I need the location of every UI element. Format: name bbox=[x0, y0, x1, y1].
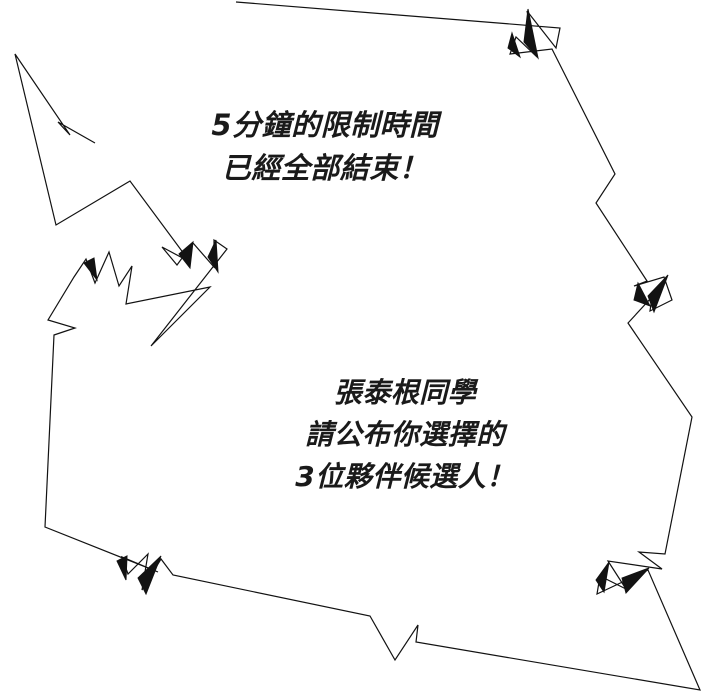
dialogue-bottom-line-3: 3位夥伴候選人！ bbox=[295, 460, 515, 493]
spike-bottom-left bbox=[137, 555, 162, 596]
spike-left-upper bbox=[83, 257, 98, 282]
spike-right-middle-inner bbox=[633, 281, 652, 307]
dialogue-top-line-1: 5分鐘的限制時間 bbox=[211, 108, 439, 142]
dialogue-top-line-2: 已經全部結束！ bbox=[221, 151, 429, 185]
spike-left-notch-outer bbox=[207, 239, 219, 274]
spike-right-middle bbox=[647, 274, 669, 314]
spike-top-right bbox=[523, 8, 539, 60]
spike-right-lower-inner bbox=[595, 561, 610, 594]
spike-right-lower bbox=[621, 567, 650, 595]
dialogue-top: 5分鐘的限制時間 已經全部結束！ bbox=[120, 104, 530, 190]
dialogue-bottom-line-2: 請公布你選擇的 bbox=[305, 418, 505, 451]
spike-top-right-inner bbox=[507, 31, 521, 59]
spike-left-notch-inner bbox=[178, 240, 194, 270]
dialogue-bottom: 張泰根同學 請公布你選擇的 3位夥伴候選人！ bbox=[250, 372, 560, 498]
spike-bottom-left-inner bbox=[116, 555, 128, 581]
dialogue-bottom-line-1: 張泰根同學 bbox=[333, 376, 477, 409]
